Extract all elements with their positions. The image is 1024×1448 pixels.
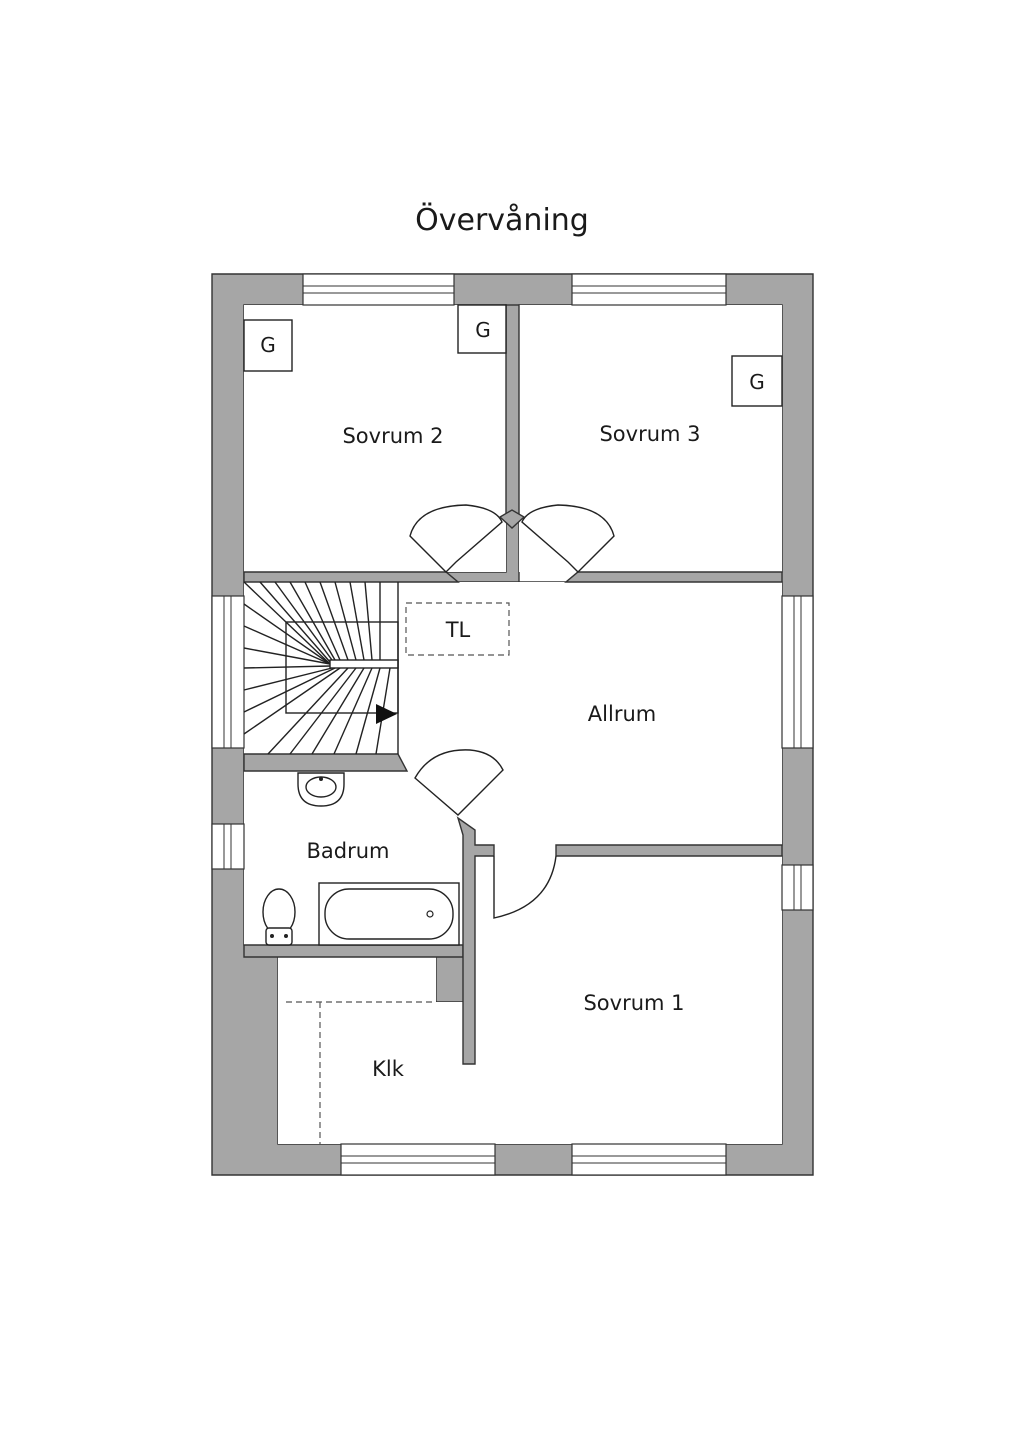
closet-g2-label: G bbox=[475, 318, 491, 342]
wall-sovrum3-bottom bbox=[564, 571, 783, 583]
room-sovrum-1 bbox=[278, 856, 782, 1144]
label-badrum: Badrum bbox=[306, 839, 389, 863]
staircase bbox=[243, 581, 399, 755]
closet-g2 bbox=[457, 304, 507, 354]
wall-stair-bottom bbox=[243, 753, 409, 772]
door-post bbox=[498, 509, 526, 529]
door-sovrum-3[interactable] bbox=[521, 504, 615, 573]
klk-outline bbox=[286, 1001, 436, 1144]
floor-title: Övervåning bbox=[415, 202, 589, 238]
window-bottom-right bbox=[571, 1143, 727, 1176]
door-badrum[interactable] bbox=[414, 749, 504, 816]
label-klk: Klk bbox=[372, 1057, 405, 1081]
sink bbox=[297, 772, 345, 807]
window-right-sovrum1 bbox=[781, 864, 814, 911]
toilet bbox=[262, 888, 296, 946]
window-top-right bbox=[571, 273, 727, 306]
room-allrum bbox=[244, 582, 782, 856]
window-bottom-left bbox=[340, 1143, 496, 1176]
wall-between-sovrum bbox=[505, 304, 520, 518]
wall-sovrum1-top bbox=[555, 844, 783, 857]
stair-arrow-icon bbox=[376, 704, 397, 724]
label-sovrum-3: Sovrum 3 bbox=[599, 422, 700, 446]
label-sovrum-1: Sovrum 1 bbox=[583, 991, 684, 1015]
window-right-allrum bbox=[781, 595, 814, 749]
window-left-stair bbox=[211, 595, 245, 749]
door-sovrum-2[interactable] bbox=[409, 504, 503, 573]
label-sovrum-2: Sovrum 2 bbox=[342, 424, 443, 448]
window-left-bath bbox=[211, 823, 245, 870]
closet-g3 bbox=[731, 355, 783, 407]
bathtub bbox=[318, 882, 460, 946]
closet-g1-label: G bbox=[260, 333, 276, 357]
closet-g1 bbox=[243, 319, 293, 372]
tl-hatch bbox=[405, 602, 510, 656]
window-top-left bbox=[302, 273, 455, 306]
closet-g3-label: G bbox=[749, 370, 765, 394]
wall-bath-bottom bbox=[243, 944, 464, 958]
door-sovrum-1[interactable] bbox=[493, 855, 557, 919]
wall-sovrum2-bottom bbox=[243, 571, 460, 583]
label-allrum: Allrum bbox=[588, 702, 656, 726]
wall-bath-right bbox=[456, 816, 495, 1065]
tl-label: TL bbox=[445, 618, 471, 642]
